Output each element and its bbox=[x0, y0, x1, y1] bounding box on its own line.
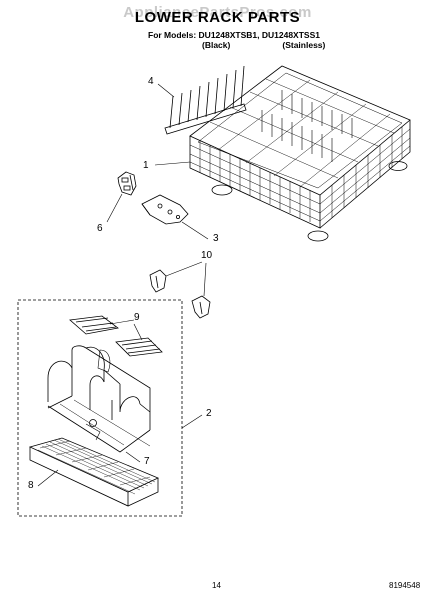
callout-1: 1 bbox=[143, 160, 149, 171]
basket-cover-part-upper bbox=[69, 315, 119, 335]
callout-4: 4 bbox=[148, 76, 154, 87]
callout-6: 6 bbox=[97, 223, 103, 234]
model-info: For Models: DU1248XTSB1, DU1248XTSS1 (Bl… bbox=[148, 30, 325, 50]
model-number-black: DU1248XTSB1, bbox=[198, 30, 260, 40]
finish-black: (Black) bbox=[202, 40, 231, 50]
finish-row: (Black) (Stainless) bbox=[148, 40, 325, 50]
models-prefix: For Models: bbox=[148, 30, 197, 40]
watermark-text: AppliancePartsPros.com bbox=[123, 4, 312, 21]
callout-10: 10 bbox=[201, 250, 213, 261]
document-number: 8194548 bbox=[389, 581, 421, 590]
silverware-basket-assembly-box bbox=[17, 299, 183, 517]
callout-3: 3 bbox=[213, 233, 219, 244]
tine-pivot-clip-part bbox=[117, 171, 137, 196]
leader-lines bbox=[37, 83, 209, 487]
silverware-basket-part bbox=[47, 345, 151, 453]
basket-lid-part bbox=[28, 423, 159, 507]
roller-clip-part-lower bbox=[191, 295, 211, 319]
callout-8: 8 bbox=[28, 480, 34, 491]
model-number-stainless: DU1248XTSS1 bbox=[261, 30, 320, 40]
callout-2: 2 bbox=[206, 408, 212, 419]
lower-rack-basket-part bbox=[189, 65, 411, 242]
page-number: 14 bbox=[212, 581, 221, 590]
page-title: LOWER RACK PARTS bbox=[134, 9, 301, 26]
model-row: For Models: DU1248XTSB1, DU1248XTSS1 bbox=[148, 30, 325, 40]
roller-clip-part-upper bbox=[149, 269, 167, 293]
callout-9: 9 bbox=[134, 312, 140, 323]
basket-cover-part-lower bbox=[115, 337, 163, 357]
tine-holder-bracket-part bbox=[141, 194, 189, 225]
callout-7: 7 bbox=[144, 456, 150, 467]
finish-stainless: (Stainless) bbox=[282, 40, 326, 50]
tine-row-part bbox=[164, 65, 247, 135]
